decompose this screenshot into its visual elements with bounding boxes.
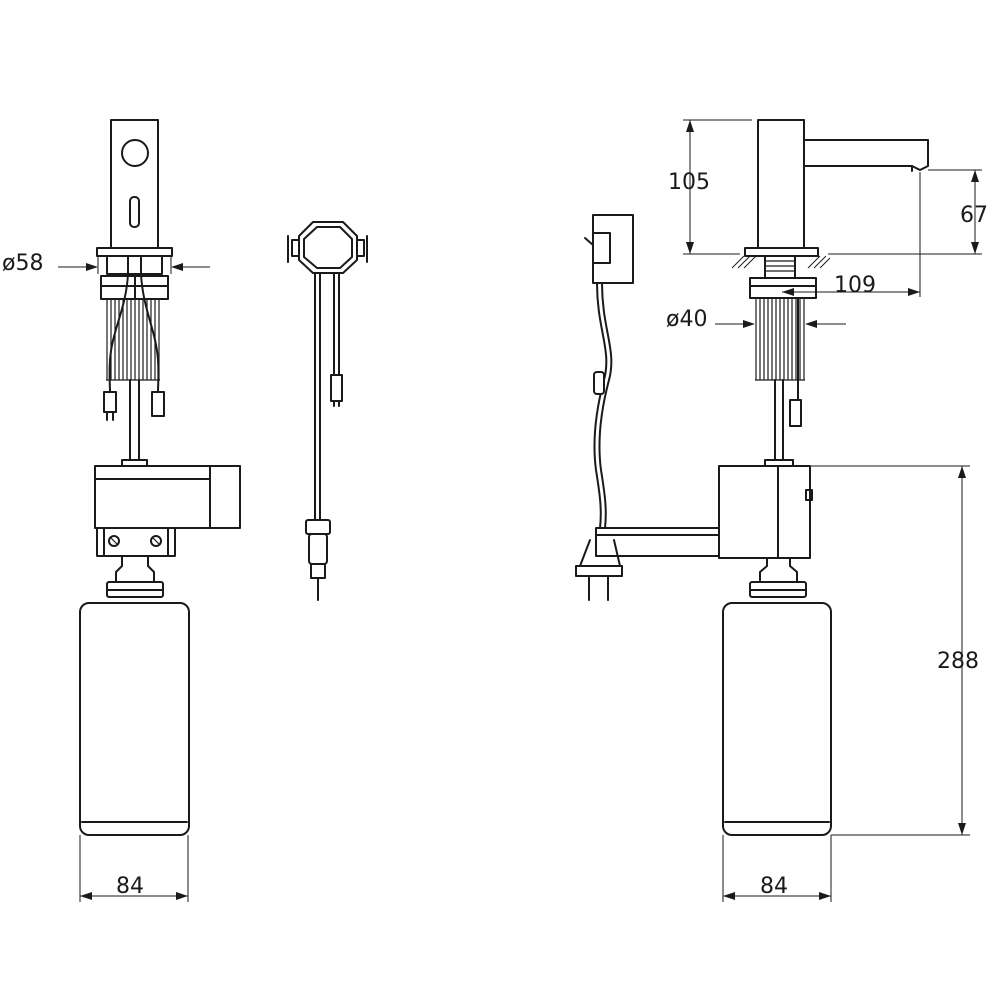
mounting-clip: [291, 239, 300, 257]
deck-base-plate: [744, 247, 819, 257]
head-base-plate: [96, 247, 173, 257]
connector-plug: [151, 391, 165, 417]
ribbed-shank: [755, 298, 805, 381]
pump-housing: [718, 465, 811, 559]
pump-mount: [96, 527, 176, 557]
power-adapter: [592, 214, 634, 284]
dimension-bottle-width-right: 84: [722, 835, 832, 902]
soap-bottle: [722, 602, 832, 836]
pump-housing: [94, 465, 241, 529]
dimension-label: 109: [834, 273, 876, 298]
dimension-label: 105: [668, 170, 710, 195]
cable-connector: [330, 374, 343, 402]
threaded-shank: [764, 255, 796, 279]
dimension-label: 84: [116, 874, 144, 899]
dimension-label: ø58: [2, 251, 43, 276]
mounting-clip: [356, 239, 365, 257]
ribbed-shank: [106, 299, 160, 381]
dimension-spout-reach: 109: [782, 172, 921, 298]
octagon-control-box: [298, 221, 358, 274]
dimension-label: 67: [960, 203, 988, 228]
bottle-neck: [115, 555, 155, 583]
sensor-cable-assembly: [287, 221, 368, 601]
bottle-cap: [749, 581, 807, 598]
dimension-head-diameter: ø58: [2, 251, 210, 276]
bottle-neck: [759, 557, 798, 583]
dimension-bottle-height: 288: [810, 465, 979, 836]
side-view-dispenser: [575, 119, 929, 836]
dimension-bottle-width-left: 84: [79, 835, 189, 902]
fixing-nut: [749, 277, 817, 299]
connector-plug: [103, 391, 117, 413]
dimension-shank-diameter: ø40: [666, 307, 846, 332]
cable-plug: [305, 519, 331, 535]
dimension-spout-height: 105: [668, 119, 752, 255]
bottle-cap: [106, 581, 164, 598]
dispenser-body: [757, 119, 805, 249]
mounting-nut: [106, 255, 163, 275]
dimension-outlet-height: 67: [828, 169, 988, 255]
front-view-dispenser: [79, 119, 241, 836]
dispenser-spout: [803, 139, 929, 171]
sensor-cable: [108, 273, 129, 393]
soap-bottle: [79, 602, 190, 836]
power-cable: [593, 282, 608, 529]
countertop-section: [731, 255, 831, 269]
power-supply-arm: [595, 527, 720, 557]
sensor-window: [121, 139, 149, 167]
dispense-outlet-slot: [129, 196, 140, 228]
power-plug: [579, 539, 621, 567]
dimension-label: 288: [937, 649, 979, 674]
dimension-label: ø40: [666, 307, 707, 332]
dimension-label: 84: [760, 874, 788, 899]
connector-plug: [789, 399, 802, 427]
